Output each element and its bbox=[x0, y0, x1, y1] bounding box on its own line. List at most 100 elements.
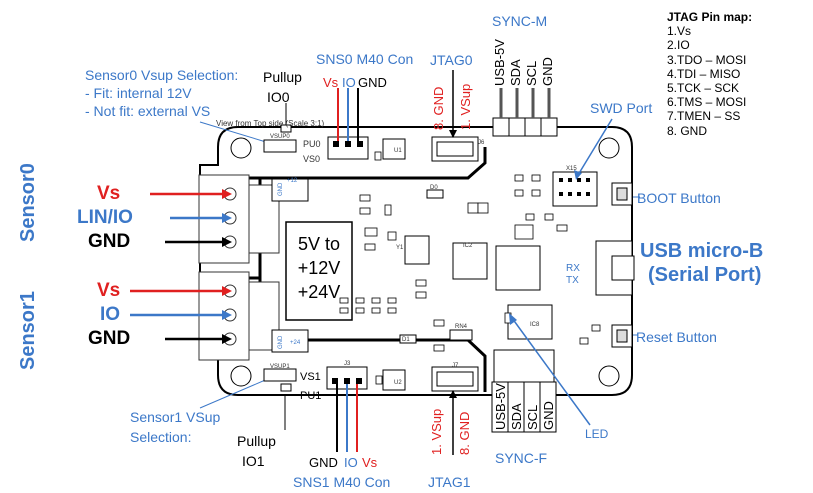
silk-vs0: VS0 bbox=[303, 154, 321, 164]
syncm-title: SYNC-M bbox=[492, 13, 548, 29]
u1-part bbox=[382, 138, 406, 160]
usb-title-line1: USB micro-B bbox=[640, 240, 764, 262]
tx-label: TX bbox=[566, 275, 579, 286]
syncf-title: SYNC-F bbox=[495, 450, 548, 466]
rx-label: RX bbox=[566, 263, 580, 274]
syncf-pin-sda: SDA bbox=[509, 403, 524, 430]
boot-button-label: BOOT Button bbox=[637, 190, 721, 206]
sns0-vs-label: Vs bbox=[323, 75, 339, 90]
jtag-pin-5: 5.TCK – SCK bbox=[667, 81, 740, 96]
sensor1-title: Sensor1 bbox=[17, 291, 39, 370]
u2-part bbox=[382, 369, 406, 391]
jtag-pin-8: 8. GND bbox=[667, 123, 708, 138]
silk-vsup1: VSUP1 bbox=[270, 364, 290, 370]
reset-button-label: Reset Button bbox=[636, 329, 717, 345]
pullup1-label: Pullup bbox=[237, 433, 276, 449]
silk-vs1: VS1 bbox=[300, 371, 321, 383]
jtag0-gnd-label: 8. GND bbox=[431, 86, 446, 130]
sns1-title: SNS1 M40 Con bbox=[293, 474, 391, 490]
jtag1-title: JTAG1 bbox=[428, 474, 471, 490]
silk-c8-gnd: GND bbox=[278, 335, 284, 349]
vsup0-selection-title: Sensor0 Vsup Selection: bbox=[85, 67, 239, 83]
vsup1-selection-title: Sensor1 VSup bbox=[130, 409, 221, 425]
mount-hole-bl bbox=[230, 365, 252, 387]
jtag-pin-3: 3.TDO – MOSI bbox=[667, 52, 747, 67]
silk-c9-plus: +12 bbox=[287, 178, 298, 184]
sns0-title: SNS0 M40 Con bbox=[316, 51, 414, 67]
regulator-label: 5V to +12V +24V bbox=[292, 232, 346, 304]
jtag-pin-map-title: JTAG Pin map: bbox=[667, 10, 753, 24]
syncm-header bbox=[492, 88, 558, 137]
jtag0-title: JTAG0 bbox=[430, 52, 473, 68]
swd-header bbox=[552, 171, 598, 207]
jtag-pin-7: 7.TMEN – SS bbox=[667, 109, 741, 124]
vsup0-fit-option: - Fit: internal 12V bbox=[85, 85, 192, 101]
sns1-io-label: IO bbox=[344, 455, 358, 470]
silk-vsup0: VSUP0 bbox=[270, 134, 290, 140]
regulator-line1: 5V to bbox=[297, 234, 341, 254]
mount-hole-br bbox=[598, 365, 620, 387]
isolation-trace bbox=[240, 147, 487, 392]
jtag-pin-6: 6.TMS – MOSI bbox=[667, 95, 747, 110]
mount-hole-tl bbox=[230, 137, 252, 159]
vsup1-selection-label: Selection: bbox=[130, 429, 192, 445]
syncm-pin-usb5v: USB-5V bbox=[492, 39, 507, 86]
vsup1-jumper bbox=[263, 368, 297, 382]
syncf-pin-usb5v: USB-5V bbox=[493, 383, 508, 430]
sns1-gnd-label: GND bbox=[309, 455, 338, 470]
sensor0-linio-label: LIN/IO bbox=[77, 207, 133, 228]
syncm-pin-sda: SDA bbox=[508, 59, 523, 86]
silk-d0: D0 bbox=[430, 185, 438, 191]
regulator-line2: +12V bbox=[297, 258, 341, 278]
silk-pu0: PU0 bbox=[303, 139, 321, 149]
jtag-pin-map: JTAG Pin map: 1.Vs 2.IO 3.TDO – MOSI 4.T… bbox=[667, 10, 752, 138]
jtag1-gnd-label: 8. GND bbox=[457, 411, 472, 455]
syncf-pin-gnd: GND bbox=[541, 401, 556, 430]
jtag-pin-1: 1.Vs bbox=[667, 24, 692, 39]
syncm-pin-scl: SCL bbox=[524, 60, 539, 86]
silk-y1: Y1 bbox=[396, 245, 404, 251]
sns0-gnd-label: GND bbox=[358, 75, 387, 90]
jtag1-vsup-label: 1. VSup bbox=[429, 408, 444, 455]
jtag0-vsup-label: 1. VSup bbox=[458, 83, 473, 130]
silk-j6: J6 bbox=[478, 140, 485, 146]
sensor0-vs-label: Vs bbox=[97, 183, 121, 204]
sensor0-gnd-label: GND bbox=[88, 231, 131, 252]
syncf-pin-scl: SCL bbox=[525, 404, 540, 430]
usb-title-line2: (Serial Port) bbox=[648, 264, 762, 286]
silk-ic2: IC2 bbox=[463, 243, 473, 249]
silk-d1: D1 bbox=[402, 337, 410, 343]
led-label: LED bbox=[585, 427, 609, 441]
silk-rn4: RN4 bbox=[455, 324, 468, 330]
c8-cap bbox=[271, 329, 309, 353]
vsup0-notfit-option: - Not fit: external VS bbox=[85, 103, 211, 119]
pullup0-label: Pullup bbox=[263, 69, 302, 85]
swd-port-label: SWD Port bbox=[590, 100, 653, 116]
d1-part bbox=[399, 334, 417, 344]
jtag-pin-2: 2.IO bbox=[667, 38, 690, 53]
ic7-chip bbox=[495, 245, 541, 291]
sensor1-vs-label: Vs bbox=[97, 280, 121, 301]
silk-ic8: IC8 bbox=[530, 322, 540, 328]
jtag0-connector bbox=[431, 136, 479, 162]
silk-c8-plus: +24 bbox=[290, 340, 301, 346]
pullup0-io-label: IO0 bbox=[267, 89, 290, 105]
regulator-box bbox=[285, 221, 353, 321]
syncf-header bbox=[491, 349, 557, 433]
silk-u2: U2 bbox=[394, 380, 402, 386]
rn4-network bbox=[449, 329, 473, 341]
sns1-vs-label: Vs bbox=[362, 455, 378, 470]
silk-c9-gnd: GND bbox=[278, 182, 284, 196]
sensor1-gnd-label: GND bbox=[88, 328, 131, 349]
crystal-y1 bbox=[404, 235, 430, 265]
sensor0-title: Sensor0 bbox=[17, 163, 39, 242]
d0-part bbox=[426, 189, 444, 199]
sns0-io-label: IO bbox=[342, 75, 356, 90]
regulator-line3: +24V bbox=[297, 282, 341, 302]
view-note: View from Top side (Scale 3:1) bbox=[216, 119, 325, 128]
syncm-pin-gnd: GND bbox=[540, 57, 555, 86]
silk-j7: J7 bbox=[452, 363, 459, 369]
vsup0-jumper bbox=[263, 139, 297, 153]
